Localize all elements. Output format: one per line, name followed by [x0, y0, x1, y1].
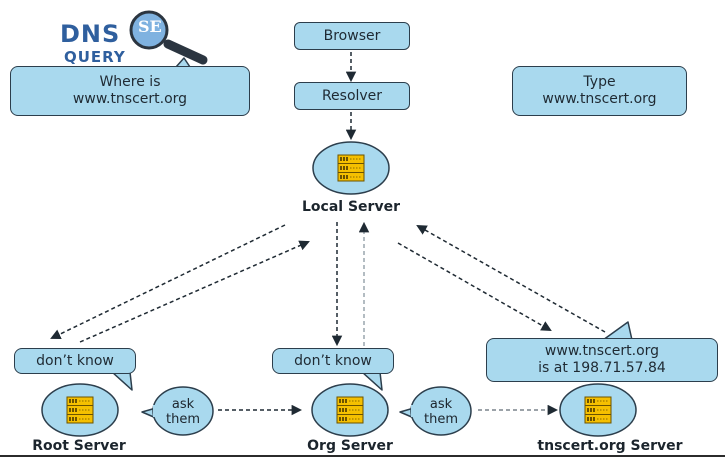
logo-dns-text: DNS [60, 20, 121, 48]
root-reply-text: don’t know [36, 352, 114, 369]
local-server-label: Local Server [302, 199, 400, 215]
ask-root-line-1: ask [171, 397, 195, 412]
resolver-label: Resolver [321, 87, 383, 104]
resolver-box: Resolver [294, 82, 410, 110]
type-line-2: www.tnscert.org [542, 91, 657, 107]
tnscert-server-icon [559, 383, 637, 437]
arrow-root-to-local [79, 240, 310, 343]
type-line-1: Type [583, 74, 616, 90]
answer-line-2: is at 198.71.57.84 [538, 360, 666, 376]
org-reply-text: don’t know [294, 352, 372, 369]
magnifier-icon [129, 10, 208, 65]
arrow-local-to-tnscert [397, 242, 552, 332]
answer-bubble: www.tnscert.org is at 198.71.57.84 [486, 338, 718, 382]
root-server-label: Root Server [32, 438, 126, 454]
type-box: Type www.tnscert.org [512, 66, 687, 116]
where-is-bubble: Where is www.tnscert.org [10, 66, 250, 116]
tnscert-server-label: tnscert.org Server [537, 438, 683, 454]
arrow-tnscert-to-local [416, 224, 606, 333]
ask-org-text: ask them [416, 397, 466, 427]
org-server-icon [311, 383, 389, 437]
browser-label: Browser [323, 27, 381, 44]
root-reply-bubble: don’t know [14, 348, 136, 374]
arrow-local-to-root [50, 224, 286, 340]
local-server-icon [312, 141, 390, 195]
root-reply-bubble-tail [111, 371, 133, 391]
ask-org-line-1: ask [429, 397, 453, 412]
where-is-line-1: Where is [99, 74, 161, 90]
logo-query-text: QUERY [64, 48, 126, 66]
root-server-icon [41, 383, 119, 437]
org-server-label: Org Server [307, 438, 393, 454]
logo-mark-text: SE [138, 17, 162, 36]
browser-box: Browser [294, 22, 410, 50]
ask-bubble-root [141, 386, 214, 436]
where-is-line-2: www.tnscert.org [72, 91, 188, 107]
ask-root-line-2: them [166, 412, 200, 427]
ask-bubble-org [399, 386, 472, 436]
ask-org-line-2: them [424, 412, 458, 427]
org-reply-bubble: don’t know [272, 348, 394, 374]
ask-root-text: ask them [158, 397, 208, 427]
answer-line-1: www.tnscert.org [544, 343, 660, 359]
